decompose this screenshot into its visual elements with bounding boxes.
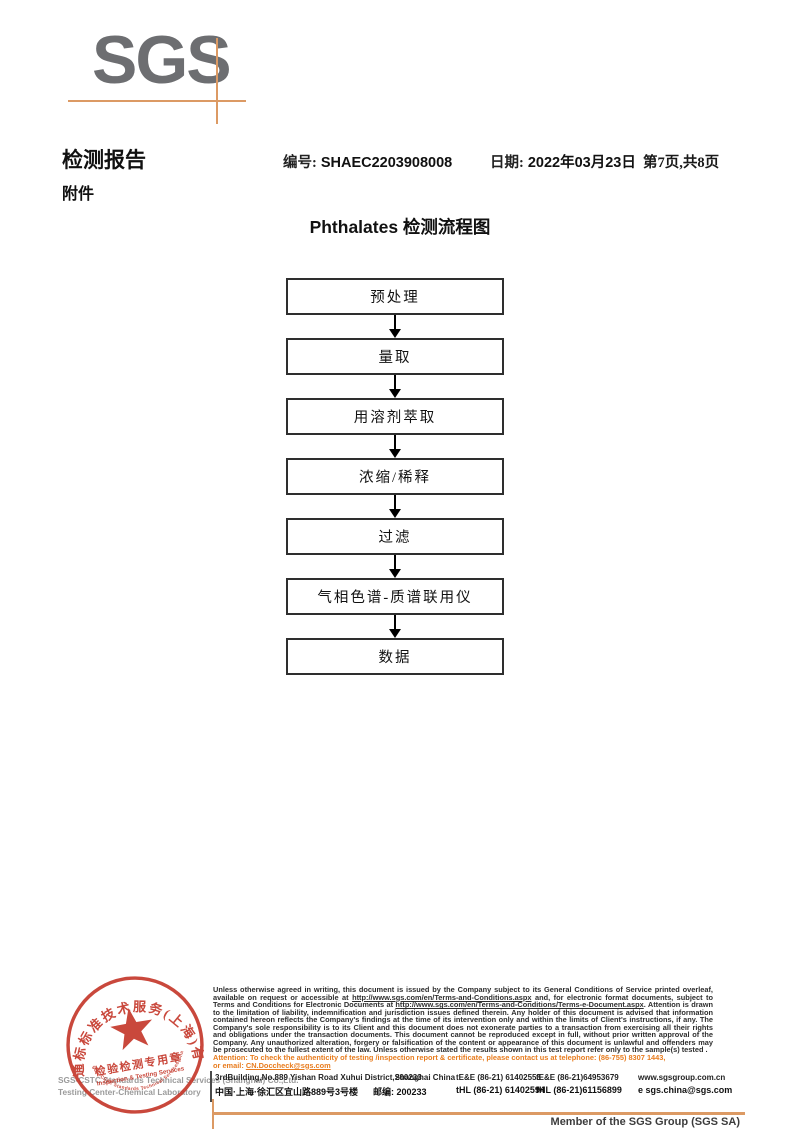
company-lab-name: Testing Center-Chemical Laboratory <box>58 1087 201 1097</box>
terms-e-document-url-link[interactable]: http://www.sgs.com/en/Terms-and-Conditio… <box>395 1000 644 1010</box>
attention-notice-line1: Attention: To check the authenticity of … <box>213 1052 666 1062</box>
report-date-label: 日期: <box>490 155 524 171</box>
address-cn: 中国·上海·徐汇区宜山路889号3号楼 <box>215 1087 359 1098</box>
flow-arrow-down-icon <box>286 375 504 398</box>
attachment-label: 附件 <box>62 186 95 203</box>
disclaimer-text: . Attention is drawn to the limitation o… <box>213 1000 713 1055</box>
report-number: 编号:SHAEC2203908008 <box>283 151 452 172</box>
flow-step-pretreatment: 预处理 <box>286 278 504 315</box>
report-date: 日期:2022年03月23日 <box>490 151 636 172</box>
website-link[interactable]: www.sgsgroup.com.cn <box>638 1072 726 1082</box>
footer-crosshair-horizontal <box>213 1112 745 1115</box>
attention-email-label: or email: <box>213 1060 246 1070</box>
footer-divider-bar <box>210 1071 212 1102</box>
flow-step-solvent-extraction: 用溶剂萃取 <box>286 398 504 435</box>
flow-arrow-down-icon <box>286 555 504 578</box>
sgs-group-member-text: Member of the SGS Group (SGS SA) <box>550 1116 740 1128</box>
phone-cn: tHL (86-21) 61402594 <box>456 1085 545 1096</box>
stamp-star-icon <box>110 1008 153 1051</box>
report-date-value: 2022年03月23日 <box>527 155 636 171</box>
fax-cn: fHL (86-21)61156899 <box>536 1085 622 1096</box>
flow-step-concentrate-dilute: 浓缩/稀释 <box>286 458 504 495</box>
flow-arrow-down-icon <box>286 495 504 518</box>
flow-step-data: 数据 <box>286 638 504 675</box>
address-row-en: 3rdBuilding,No.889 Yishan Road Xuhui Dis… <box>213 1072 725 1086</box>
terms-url-link[interactable]: http://www.sgs.com/en/Terms-and-Conditio… <box>352 992 532 1002</box>
sgs-logo: SGS <box>92 22 232 98</box>
stamp-ring <box>66 976 204 1114</box>
flow-arrow-down-icon <box>286 435 504 458</box>
email-link[interactable]: e sgs.china@sgs.com <box>638 1085 733 1096</box>
doccheck-email-link[interactable]: CN.Doccheck@sgs.com <box>245 1060 331 1070</box>
flow-step-measure: 量取 <box>286 338 504 375</box>
disclaimer-text: Unless otherwise agreed in writing, this… <box>213 985 713 1002</box>
footer-crosshair-vertical <box>212 1099 214 1129</box>
logo-crosshair-horizontal <box>68 100 246 102</box>
legal-disclaimer: Unless otherwise agreed in writing, this… <box>213 986 713 1054</box>
disclaimer-text: and, for electronic format documents, su… <box>213 992 713 1010</box>
address-en: 3rdBuilding,No.889 Yishan Road Xuhui Dis… <box>215 1072 456 1082</box>
flow-arrow-down-icon <box>286 615 504 638</box>
flowchart: 预处理 量取 用溶剂萃取 浓缩/稀释 过滤 气相色谱-质谱联用仪 数据 <box>286 278 504 675</box>
phone-en: tE&E (86-21) 61402553 <box>456 1072 541 1082</box>
postcode-label-cn: 邮编: <box>373 1087 394 1098</box>
report-title: 检测报告 <box>62 148 146 172</box>
report-number-value: SHAEC2203908008 <box>320 155 453 171</box>
flow-step-gcms: 气相色谱-质谱联用仪 <box>286 578 504 615</box>
company-name: SGS-CSTC Standards Technical Services (S… <box>58 1075 299 1085</box>
attention-notice-line2: or email: CN.Doccheck@sgs.com <box>213 1060 713 1070</box>
fax-en: fE&E (86-21)64953679 <box>536 1072 619 1082</box>
report-number-label: 编号: <box>283 155 317 171</box>
page-indicator: 第7页,共8页 <box>643 155 720 171</box>
postcode-cn: 邮编: 200233 <box>373 1085 427 1098</box>
address-row-cn: 中国·上海·徐汇区宜山路889号3号楼 邮编: 200233 tHL (86-2… <box>213 1085 732 1098</box>
footer: Unless otherwise agreed in writing, this… <box>213 986 732 1098</box>
flow-arrow-down-icon <box>286 315 504 338</box>
inspection-stamp: 通标标准技术服务(上海)有限公司 SGS-CSTC Standards Tech… <box>53 963 208 1114</box>
postcode-value-cn: 200233 <box>396 1087 427 1098</box>
flowchart-title: Phthalates 检测流程图 <box>309 217 491 237</box>
logo-crosshair-vertical <box>216 38 218 124</box>
flow-step-filter: 过滤 <box>286 518 504 555</box>
postcode-en: 200233 <box>395 1072 422 1082</box>
